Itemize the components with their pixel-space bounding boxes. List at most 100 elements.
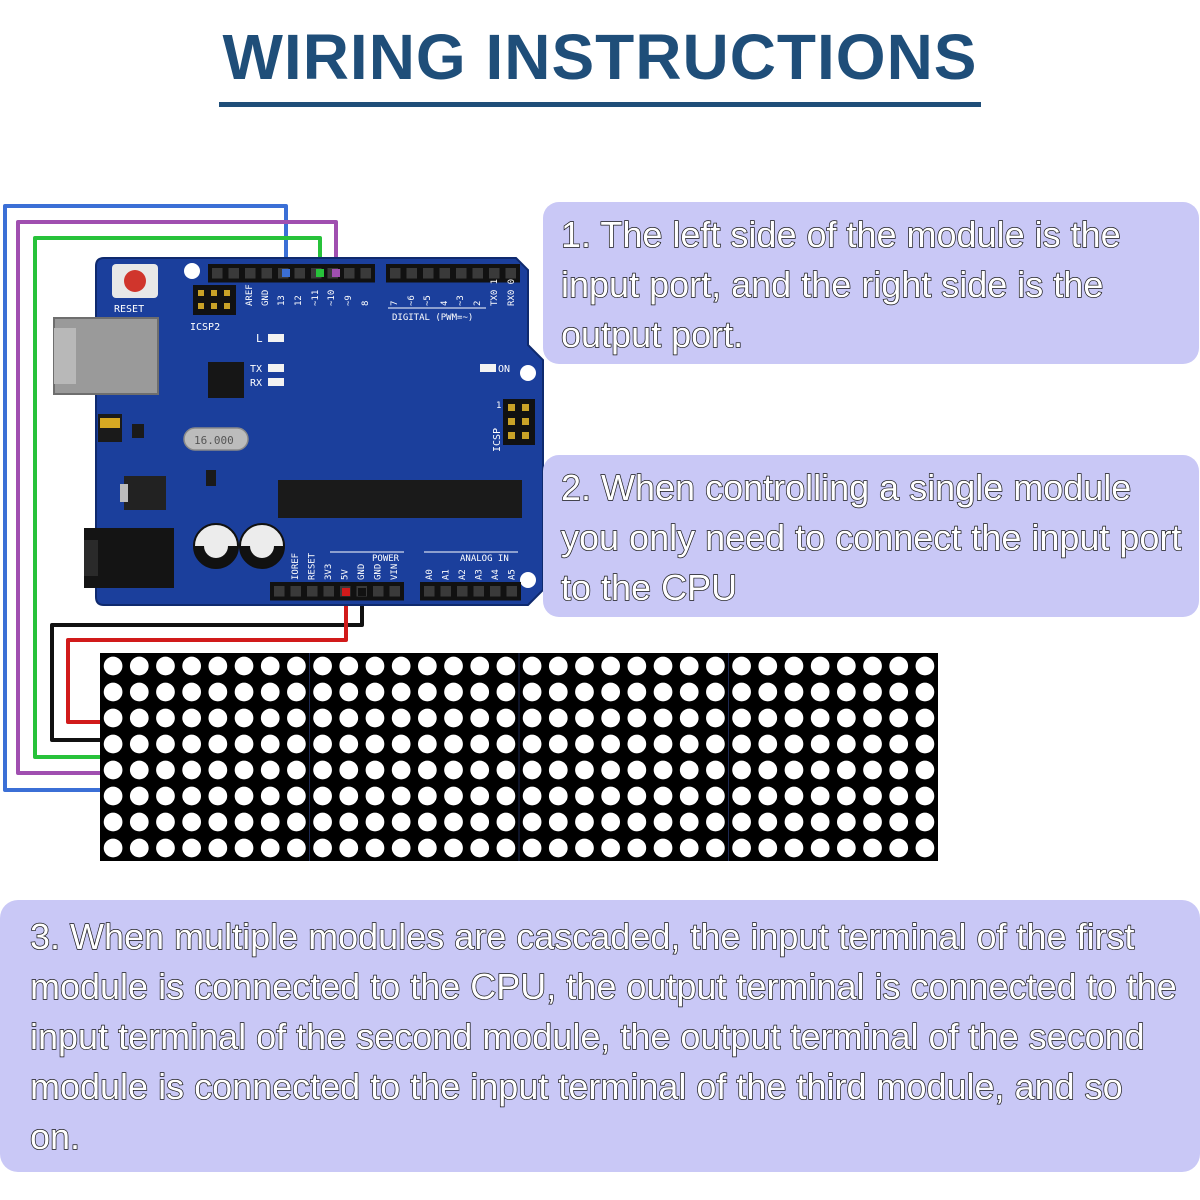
- power-header: [270, 582, 404, 601]
- mount-hole-3: [520, 572, 536, 588]
- wire-end: [332, 269, 340, 277]
- digital-pin-pin: [489, 268, 500, 279]
- matrix-led: [915, 734, 935, 754]
- matrix-led: [575, 812, 594, 832]
- pin-label-analog: A1: [442, 569, 452, 580]
- matrix-led: [391, 786, 411, 806]
- matrix-led: [417, 760, 437, 780]
- matrix-led: [339, 734, 359, 754]
- matrix-led: [575, 838, 594, 858]
- pin-label-top: 13: [277, 295, 287, 306]
- matrix-led: [103, 760, 123, 780]
- matrix-led: [889, 734, 909, 754]
- matrix-led: [156, 708, 175, 728]
- matrix-led: [679, 682, 699, 702]
- matrix-led: [417, 708, 437, 728]
- analog-pin-pin: [457, 586, 468, 597]
- digital-pin-pin: [360, 268, 371, 279]
- matrix-led: [784, 656, 804, 676]
- matrix-led: [444, 812, 463, 832]
- led-tx-label: TX: [250, 364, 262, 375]
- matrix-led: [260, 760, 280, 780]
- analog-header: [420, 582, 521, 601]
- matrix-led: [391, 734, 411, 754]
- matrix-led: [496, 786, 516, 806]
- icsp-pin: [522, 432, 529, 439]
- matrix-led: [365, 708, 385, 728]
- matrix-led: [444, 786, 463, 806]
- matrix-led: [103, 682, 123, 702]
- analog-pin-pin: [506, 586, 517, 597]
- matrix-led: [653, 734, 673, 754]
- matrix-led: [234, 760, 254, 780]
- pin-label-analog: A3: [475, 569, 485, 580]
- wire-end: [282, 269, 290, 277]
- matrix-led: [627, 708, 647, 728]
- matrix-led: [444, 760, 463, 780]
- matrix-led: [784, 734, 804, 754]
- matrix-led: [784, 812, 804, 832]
- matrix-led: [627, 682, 647, 702]
- matrix-led: [601, 708, 621, 728]
- led-l: [268, 334, 284, 342]
- wiring-diagram: RESET ICSP2 16.000 L TX RX ON ICSP 1: [3, 204, 938, 861]
- wire-black: [50, 592, 364, 742]
- matrix-led: [208, 838, 228, 858]
- matrix-led: [182, 734, 202, 754]
- matrix-led: [863, 760, 882, 780]
- matrix-led: [679, 656, 699, 676]
- matrix-led: [496, 656, 516, 676]
- led-rx-label: RX: [250, 378, 262, 389]
- matrix-led: [915, 812, 935, 832]
- matrix-led: [444, 838, 463, 858]
- matrix-led: [208, 812, 228, 832]
- matrix-led: [313, 656, 332, 676]
- power-pin-pin: [389, 586, 400, 597]
- matrix-led: [129, 812, 149, 832]
- matrix-led: [470, 682, 490, 702]
- matrix-led: [103, 656, 123, 676]
- matrix-led: [339, 656, 359, 676]
- matrix-led: [208, 786, 228, 806]
- matrix-led: [470, 760, 490, 780]
- matrix-led: [287, 838, 306, 858]
- matrix-led: [548, 682, 568, 702]
- pin-label-top: ~9: [344, 295, 354, 306]
- matrix-led: [260, 838, 280, 858]
- matrix-led: [313, 838, 332, 858]
- led-tx: [268, 364, 284, 372]
- matrix-led: [810, 734, 830, 754]
- matrix-led: [627, 760, 647, 780]
- pin-label-top: 4: [440, 301, 450, 306]
- matrix-led: [156, 734, 175, 754]
- matrix-led: [260, 734, 280, 754]
- matrix-led: [156, 786, 175, 806]
- matrix-led: [391, 682, 411, 702]
- icsp-label: ICSP: [492, 428, 503, 452]
- matrix-led: [103, 708, 123, 728]
- matrix-led: [732, 682, 751, 702]
- matrix-led: [627, 812, 647, 832]
- regulator-tab: [120, 484, 128, 502]
- matrix-led: [156, 682, 175, 702]
- matrix-led: [103, 786, 123, 806]
- matrix-led: [601, 786, 621, 806]
- power-pin-body: [270, 582, 404, 601]
- matrix-led: [758, 786, 778, 806]
- matrix-led: [339, 708, 359, 728]
- matrix-led: [575, 734, 594, 754]
- matrix-led: [706, 682, 725, 702]
- pin-label-top: 8: [361, 301, 371, 306]
- wire-end: [342, 588, 350, 596]
- pin-label-top: ~3: [456, 295, 466, 306]
- matrix-led: [601, 812, 621, 832]
- pin-label-top: AREF: [245, 284, 255, 306]
- pin-label-power: GND: [374, 564, 384, 580]
- matrix-led: [863, 682, 882, 702]
- matrix-led: [575, 786, 594, 806]
- icsp2-body: [193, 285, 236, 315]
- matrix-led: [732, 760, 751, 780]
- matrix-led: [391, 708, 411, 728]
- matrix-led: [444, 682, 463, 702]
- matrix-led: [915, 682, 935, 702]
